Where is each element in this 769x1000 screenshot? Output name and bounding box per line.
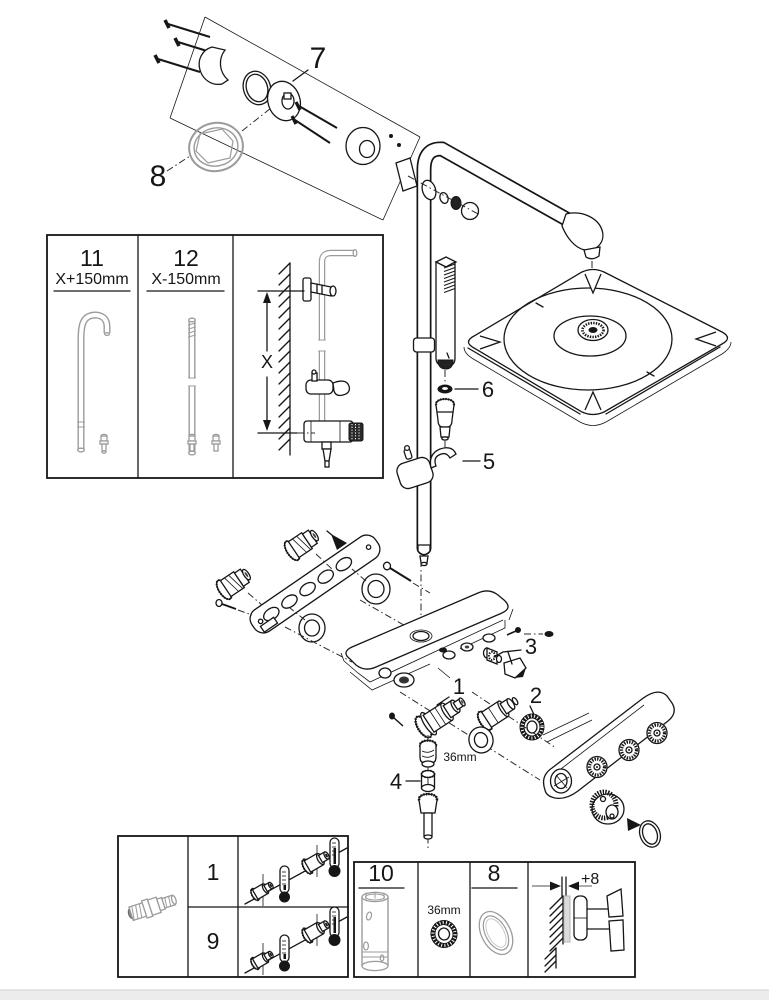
thermostat-shelf bbox=[340, 560, 554, 691]
option-12-formula: X-150mm bbox=[151, 271, 220, 288]
panel-12: 12 X-150mm bbox=[146, 245, 225, 456]
s-union-fitting bbox=[283, 529, 320, 562]
thermometer-hot-icon bbox=[328, 906, 341, 946]
volume-knobs bbox=[586, 721, 668, 779]
arm-elbow bbox=[561, 212, 604, 251]
callout-6-label: 6 bbox=[482, 377, 494, 402]
s-union-fitting bbox=[215, 568, 252, 601]
wall-offset-panel: +8 bbox=[532, 871, 625, 973]
option-11-number: 11 bbox=[80, 245, 104, 271]
x-dimension-label: X bbox=[261, 352, 273, 372]
valve-3: 3 bbox=[482, 634, 537, 679]
callout-2-label: 2 bbox=[530, 683, 542, 708]
hand-shower bbox=[434, 256, 458, 383]
adapter-part bbox=[99, 433, 109, 454]
ring-size-label: 36mm bbox=[443, 750, 476, 764]
length-options-box: 11 X+150mm 12 X-150mm bbox=[46, 234, 384, 479]
variant-row-1-number: 1 bbox=[207, 859, 220, 885]
temperature-knob bbox=[589, 789, 625, 825]
callout-1-label: 1 bbox=[453, 674, 465, 699]
callout-8-label: 8 bbox=[150, 160, 167, 193]
insert-arrow-icon bbox=[627, 818, 641, 831]
variant-row-9-number: 9 bbox=[207, 928, 220, 954]
cartridge-2: 2 bbox=[471, 683, 557, 749]
adapter-part bbox=[187, 433, 197, 452]
head-shower bbox=[463, 268, 732, 426]
callout-4-label: 4 bbox=[390, 769, 402, 794]
accessory-box: 10 36mm 8 bbox=[353, 860, 636, 978]
panel-11: 11 X+150mm bbox=[53, 245, 131, 454]
shower-holder-5: 5 bbox=[396, 444, 495, 490]
wall-spacer bbox=[563, 895, 571, 943]
offset-dimension-label: +8 bbox=[581, 871, 599, 888]
adapter-fitting bbox=[127, 894, 177, 922]
oval-seal-panel: 8 bbox=[471, 860, 518, 956]
hose-gasket-6: 6 bbox=[437, 377, 494, 402]
escutcheon-ring bbox=[298, 573, 391, 643]
callout-3-label: 3 bbox=[525, 634, 537, 659]
reference-holder bbox=[305, 369, 351, 397]
bracket-screws bbox=[215, 530, 431, 616]
option-12-number: 12 bbox=[173, 245, 199, 271]
mounting-bracket-group bbox=[215, 529, 431, 663]
wall-reference-panel: X bbox=[257, 248, 364, 468]
riser-wall-pivot bbox=[395, 157, 481, 221]
ring-36mm: 36mm bbox=[443, 726, 494, 764]
thermometer-hot-icon bbox=[328, 837, 341, 877]
reference-thermostat bbox=[303, 420, 364, 468]
oval-cap bbox=[638, 820, 662, 848]
mounting-flange bbox=[266, 80, 401, 147]
ring-36mm-panel: 36mm bbox=[427, 903, 461, 948]
ring-36mm-size: 36mm bbox=[427, 903, 460, 917]
callout-5-label: 5 bbox=[483, 449, 495, 474]
sleeve-tool-panel: 10 bbox=[358, 860, 405, 972]
o-ring bbox=[242, 70, 272, 106]
wall-screws bbox=[153, 19, 221, 73]
x-dimension: X bbox=[257, 290, 315, 434]
thermometer-cold-icon bbox=[279, 865, 290, 903]
escutcheon-rosette bbox=[345, 126, 381, 166]
centre-spray-hub bbox=[577, 318, 609, 342]
option-11-formula: X+150mm bbox=[55, 271, 128, 288]
cover-with-knobs bbox=[542, 691, 675, 848]
thermometer-cold-icon bbox=[279, 934, 290, 972]
variant-row-9-pictogram bbox=[244, 906, 348, 975]
wall-mount-exploded-group: 7 bbox=[153, 16, 421, 221]
adapter-part bbox=[211, 433, 221, 452]
seal-number: 8 bbox=[488, 860, 501, 886]
page-bottom-strip bbox=[0, 990, 769, 1000]
hose-cone-nut bbox=[434, 397, 456, 449]
wall-bracket-plate bbox=[198, 46, 230, 86]
cartridge-variants-box: 1 9 bbox=[117, 835, 349, 978]
callout-7-label: 7 bbox=[310, 42, 327, 75]
check-valve-stack-4: 4 bbox=[390, 735, 439, 850]
sleeve-number: 10 bbox=[368, 860, 394, 886]
retainer-ring-8: 8 bbox=[150, 107, 272, 193]
variant-row-1-pictogram bbox=[244, 837, 348, 906]
